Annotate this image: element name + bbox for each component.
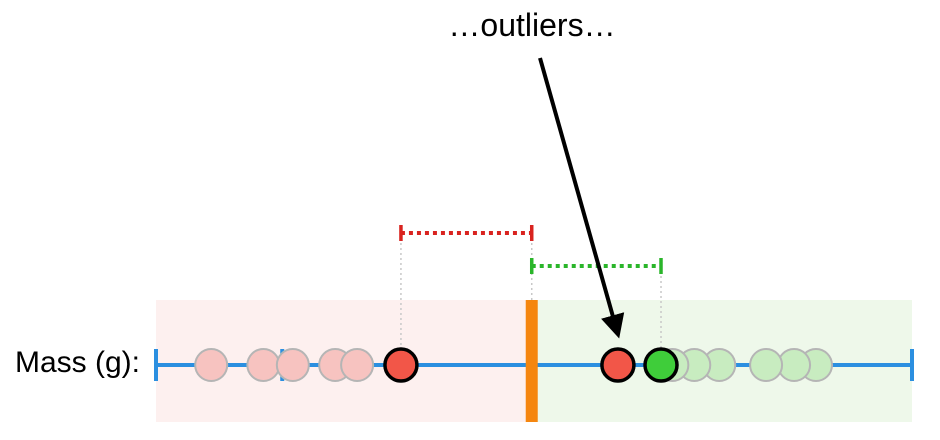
green-class-point <box>749 348 784 382</box>
margin-indicators <box>399 225 663 274</box>
data-points <box>194 347 833 383</box>
annotation-text: …outliers… <box>448 7 615 43</box>
red-class-point <box>340 348 375 382</box>
axis-label: Mass (g): <box>15 346 140 379</box>
red-class-point <box>275 348 310 382</box>
annotation-arrow <box>538 57 625 339</box>
red-class-point <box>246 348 281 382</box>
red-class-point <box>194 348 229 382</box>
red-outlier-point <box>600 347 636 383</box>
outlier-annotation: …outliers… <box>448 7 625 339</box>
threshold-bar <box>525 300 538 422</box>
red-margin-point <box>383 347 419 383</box>
guide-lines <box>400 233 662 365</box>
green-margin-point <box>643 347 679 383</box>
